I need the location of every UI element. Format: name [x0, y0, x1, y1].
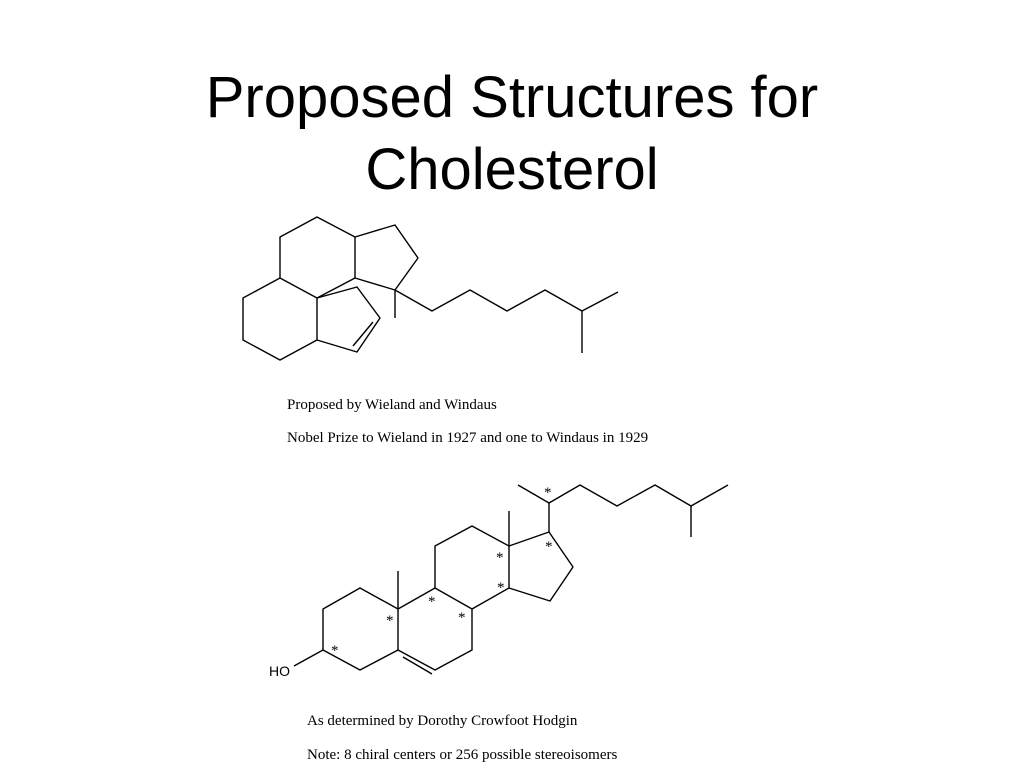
title-line-1: Proposed Structures for [205, 65, 819, 130]
chiral-marker-c14: * [497, 580, 505, 596]
chiral-marker-c3: * [331, 643, 339, 659]
chiral-marker-c9: * [428, 594, 436, 610]
caption-chiral-centers: Note: 8 chiral centers or 256 possible s… [307, 747, 618, 763]
caption-nobel-prize: Nobel Prize to Wieland in 1927 and one t… [287, 430, 649, 446]
ring-d [508, 531, 574, 602]
caption-hodgkin: As determined by Dorothy Crowfoot Hodgin [307, 713, 578, 729]
hydroxyl-label: HO [269, 663, 290, 679]
c21-methyl [517, 484, 550, 504]
chiral-marker-c13: * [496, 550, 504, 566]
ring-upper-left [279, 216, 356, 299]
double-bond-b [402, 656, 433, 675]
ring-c [434, 525, 510, 610]
chiral-marker-c10: * [386, 613, 394, 629]
ring-lower-left [242, 277, 318, 361]
ring-upper-right [354, 224, 419, 291]
chiral-marker-c8: * [458, 610, 466, 626]
side-chain [394, 289, 619, 312]
ring-cyclopentene [316, 286, 381, 353]
ring-b [397, 587, 473, 671]
slide-title: Proposed Structures for Cholesterol [0, 62, 1024, 206]
wieland-windaus-structure [242, 216, 619, 361]
double-bond-inner [352, 321, 374, 347]
side-chain [548, 484, 729, 507]
caption-wieland-windaus: Proposed by Wieland and Windaus [287, 397, 497, 413]
hodgkin-structure [293, 484, 729, 675]
chiral-marker-c20: * [544, 485, 552, 501]
ho-bond [293, 649, 324, 667]
title-line-2: Cholesterol [365, 137, 659, 202]
chiral-marker-c17: * [545, 539, 553, 555]
